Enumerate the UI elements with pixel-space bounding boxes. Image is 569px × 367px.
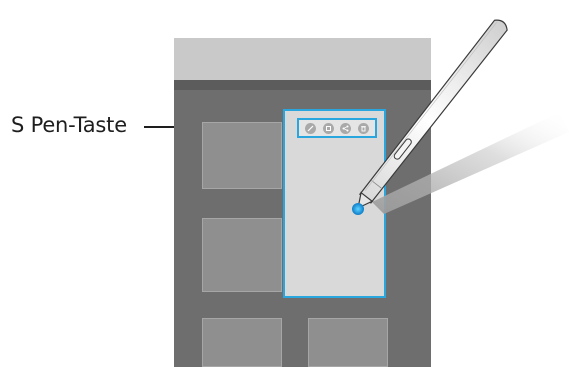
pen-tip-glow <box>352 203 364 215</box>
